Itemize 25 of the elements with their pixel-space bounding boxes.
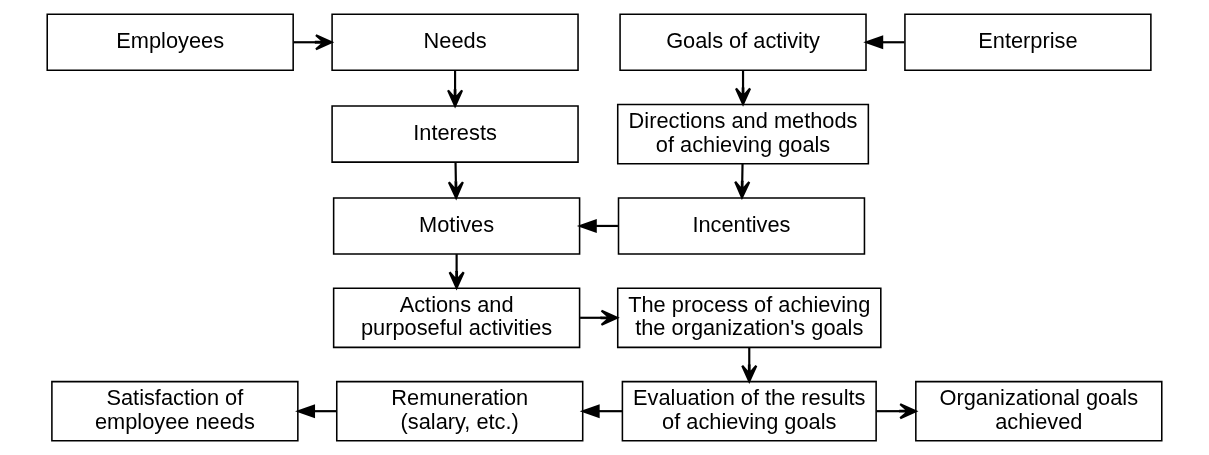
node-box: Remuneration (salary, etc.) <box>336 380 584 442</box>
node-box: Incentives <box>617 197 866 255</box>
node-box: Organizational goals achieved <box>915 380 1163 442</box>
node-box: Goals of activity <box>619 13 867 72</box>
arrow <box>446 70 464 108</box>
node-box: Directions and methods of achieving goals <box>616 103 870 165</box>
arrow <box>580 309 619 326</box>
node-box: Actions and purposeful activities <box>332 287 581 349</box>
node-box: Needs <box>331 13 579 72</box>
node-box: Employees <box>46 13 294 72</box>
node-box: Enterprise <box>904 13 1152 72</box>
arrow <box>293 34 333 51</box>
node-box: The process of achieving the organization's goals <box>616 287 882 349</box>
arrow <box>741 347 758 383</box>
node-box: Motives <box>332 197 581 255</box>
arrow <box>447 162 464 199</box>
arrow <box>734 163 751 199</box>
arrow <box>579 404 622 419</box>
node-box: Evaluation of the results of achieving goals <box>621 380 877 442</box>
node-box: Interests <box>331 105 579 163</box>
node-box: Satisfaction of employee needs <box>51 380 299 442</box>
arrow <box>863 35 905 50</box>
arrow <box>576 218 618 233</box>
arrow <box>876 403 917 420</box>
arrow <box>295 404 337 419</box>
